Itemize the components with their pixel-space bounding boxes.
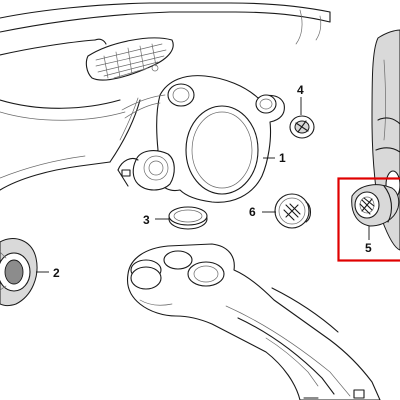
vent-nozzle-part-5 (351, 184, 400, 227)
callout-3: 3 (143, 213, 150, 227)
highlight-box (337, 177, 400, 262)
cluster-housing-part-1 (117, 64, 285, 203)
center-console (126, 243, 381, 400)
callout-5: 5 (365, 241, 372, 255)
speaker-grille (85, 37, 174, 81)
ring-part-3 (168, 206, 208, 230)
callout-4: 4 (297, 83, 304, 97)
callout-6: 6 (249, 205, 256, 219)
vent-housing-part-2 (0, 238, 38, 306)
callout-1: 1 (279, 151, 286, 165)
callout-2: 2 (53, 266, 60, 280)
cap-part-6 (274, 193, 312, 229)
dashboard-panel (0, 2, 331, 191)
knob-part-4 (289, 115, 315, 139)
